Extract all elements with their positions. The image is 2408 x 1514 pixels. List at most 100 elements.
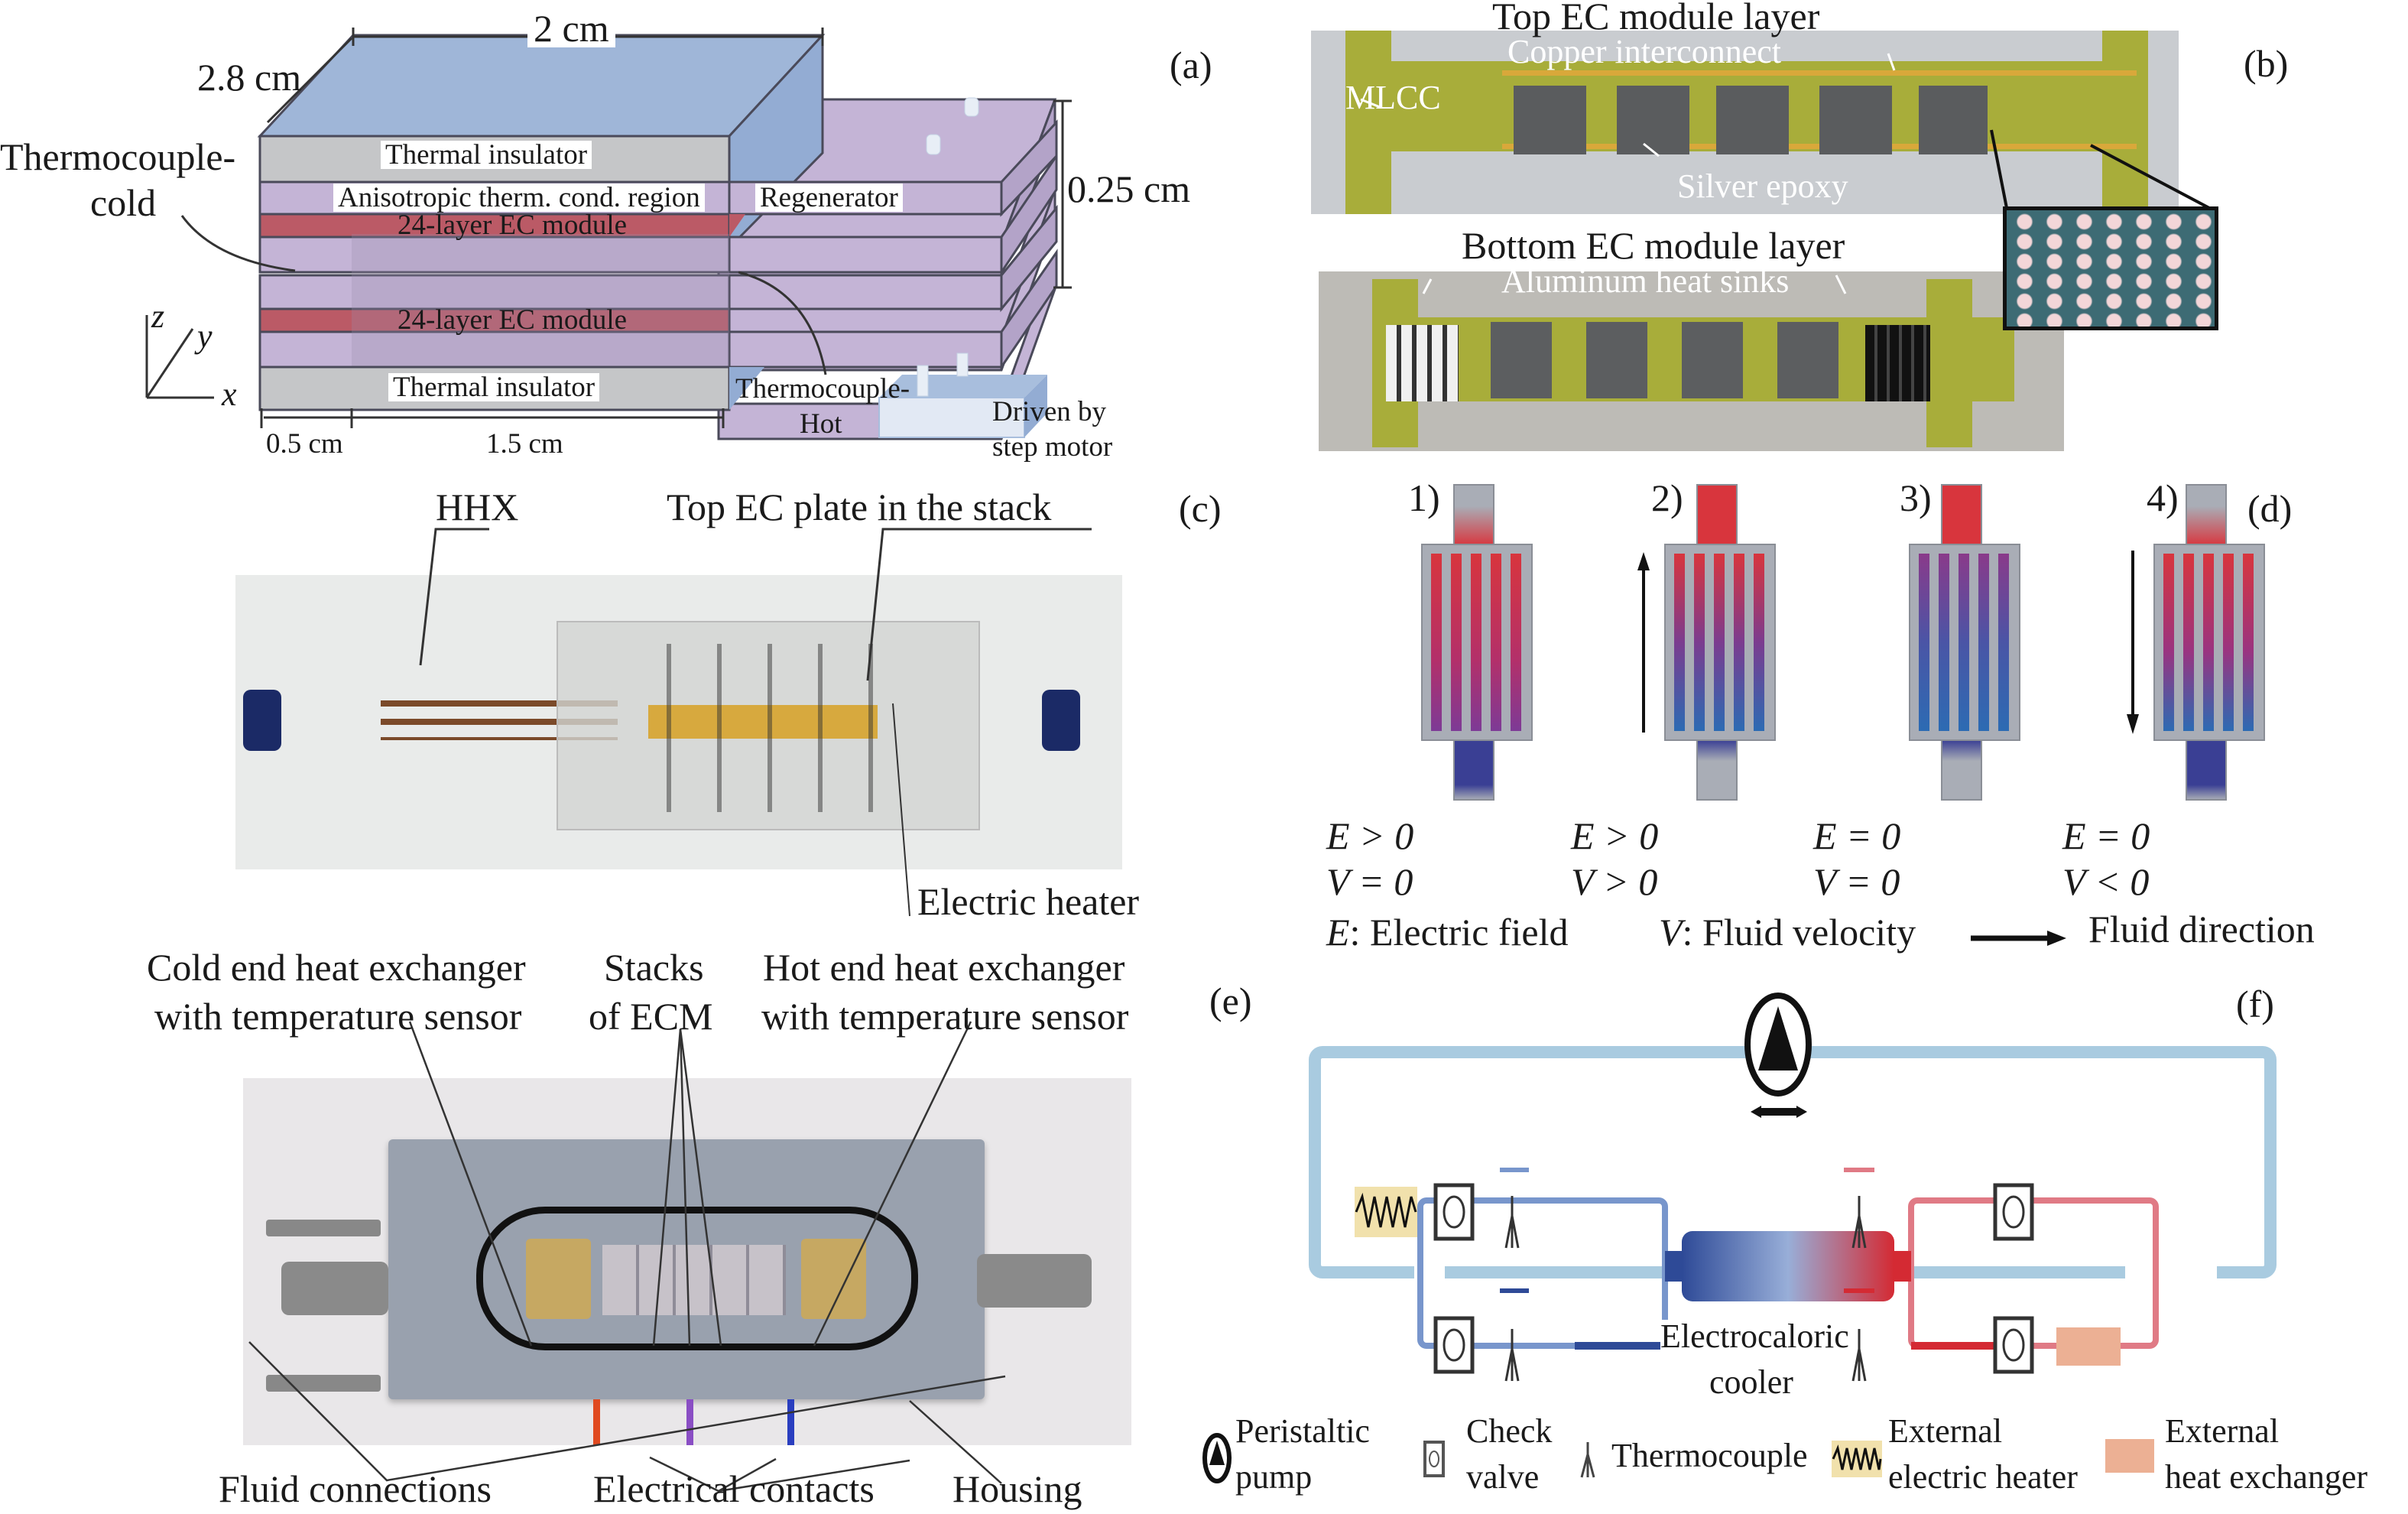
aluminum-heat-sinks-label: Aluminum heat sinks xyxy=(1501,262,1790,300)
regenerator-front-2 xyxy=(728,236,1003,274)
ec-module-1-wedge xyxy=(729,214,745,237)
cooler-label-1: Electrocaloric xyxy=(1660,1317,1849,1355)
stage-3-v: V = 0 xyxy=(1813,860,1900,903)
thermal-insulator-bottom-label: Thermal insulator xyxy=(388,373,600,401)
panel-tag: (d) xyxy=(2247,487,2293,530)
stage-1-v: V = 0 xyxy=(1326,860,1413,903)
stage-1-number: 1) xyxy=(1408,476,1440,519)
leader-lines-c xyxy=(419,528,1092,917)
panel-e: (e) Cold end heat exchanger with tempera… xyxy=(115,946,1252,1514)
stage-4-v: V < 0 xyxy=(2062,860,2150,903)
check-valve-icon xyxy=(1423,1441,1445,1477)
cold-reservoir-1 xyxy=(1453,739,1494,801)
fluid-channel xyxy=(1734,554,1744,731)
fluid-channel xyxy=(1674,554,1685,731)
shaded-region xyxy=(352,234,729,369)
thermocouple-hot-leader xyxy=(738,271,827,375)
o-ring xyxy=(476,1207,918,1350)
panel-tag: (a) xyxy=(1170,44,1212,86)
anisotropic-label: Anisotropic therm. cond. region xyxy=(333,184,705,212)
legend-e-symbol: E xyxy=(1326,911,1350,954)
peristaltic-pump-icon xyxy=(1202,1433,1232,1483)
legend-hx-2: heat exchanger xyxy=(2165,1458,2368,1496)
electrocaloric-cooler xyxy=(1682,1231,1894,1301)
check-valve-icon xyxy=(1433,1183,1475,1241)
fluid-direction-label: Fluid direction xyxy=(2088,908,2315,950)
fluid-connector-right xyxy=(977,1254,1092,1308)
regenerator-front-3 xyxy=(728,274,1003,310)
top-ec-module-photo xyxy=(1311,31,2179,214)
panel-f: (f) Electrocaloric cooler Peristaltic Pe… xyxy=(1193,963,2408,1514)
legend-thermocouple: Thermocouple xyxy=(1611,1437,1808,1474)
silver-epoxy-label: Silver epoxy xyxy=(1677,167,1848,205)
fluid-channel xyxy=(1694,554,1705,731)
heat-exchanger-icon xyxy=(2105,1439,2154,1473)
hot-reservoir-4 xyxy=(2186,484,2227,547)
ecm-stacks xyxy=(602,1245,786,1315)
top-insulator-top-face xyxy=(257,34,826,138)
housing-label: Housing xyxy=(952,1467,1082,1510)
step-motor-base xyxy=(878,353,1047,438)
hot-reservoir-2 xyxy=(1696,484,1738,547)
dim-height-label: 0.25 cm xyxy=(1067,167,1191,210)
top-plate-label: Top EC plate in the stack xyxy=(667,486,1052,528)
fluid-channel xyxy=(2183,554,2194,731)
fitting-right xyxy=(1042,690,1080,751)
fluid-channel xyxy=(1451,554,1462,731)
top-layer-title: Top EC module layer xyxy=(1492,0,1820,37)
mlcc-label: MLCC xyxy=(1345,79,1441,116)
fluid-channel xyxy=(1978,554,1989,731)
panel-tag: (b) xyxy=(2244,42,2289,85)
fluid-channel xyxy=(1491,554,1501,731)
axis-y-label: y xyxy=(197,317,213,355)
hot-hx-label-1: Hot end heat exchanger xyxy=(763,946,1125,989)
hot-reservoir-3 xyxy=(1941,484,1982,547)
axes-icon xyxy=(145,315,214,399)
regenerator-side-4 xyxy=(1000,249,1058,371)
regenerator-front-4 xyxy=(728,330,1003,369)
circuit-legend: Peristaltic Peristaltic pump Check valve… xyxy=(1193,1415,2408,1514)
cold-end-hx xyxy=(526,1239,591,1319)
cold-reservoir-3 xyxy=(1941,739,1982,801)
legend-pump-line2: pump xyxy=(1235,1458,1313,1496)
regenerator-label: Regenerator xyxy=(755,184,903,212)
thermocouple-cold-label-2: cold xyxy=(90,181,157,224)
electric-heater-icon xyxy=(1355,1187,1417,1237)
stage-4-e: E = 0 xyxy=(2062,814,2150,857)
wire-blue xyxy=(787,1399,794,1445)
thermocouple-hot-label-1: Thermocouple- xyxy=(735,373,910,404)
fluid-channel xyxy=(1754,554,1764,731)
legend-row: E: Electric field xyxy=(1326,910,1569,954)
stage-2-number: 2) xyxy=(1651,476,1683,519)
axis-x-label: x xyxy=(222,375,237,413)
hot-reservoir-1 xyxy=(1453,484,1494,547)
dim-right-label: 1.5 cm xyxy=(486,428,563,460)
fluid-channel xyxy=(2243,554,2254,731)
fluid-channel xyxy=(1939,554,1949,731)
regenerator-photo xyxy=(235,575,1122,869)
dim-width-label: 2 cm xyxy=(527,9,615,47)
legend-hx-1: External xyxy=(2165,1412,2280,1450)
bottom-layer-title: Bottom EC module layer xyxy=(1462,224,1845,267)
electric-heater-label: Electric heater xyxy=(917,880,1140,923)
stage-1-e: E > 0 xyxy=(1326,814,1414,857)
copper-trace-top xyxy=(1502,70,2137,76)
panel-tag: (f) xyxy=(2236,983,2274,1025)
pin-1 xyxy=(926,134,941,155)
hot-hx-label-2: with temperature sensor xyxy=(761,995,1129,1038)
electrical-contacts-label: Electrical contacts xyxy=(593,1467,875,1510)
cold-hx-label-1: Cold end heat exchanger xyxy=(147,946,526,989)
inset-leader-lines xyxy=(1360,53,2210,294)
check-valve-icon xyxy=(1993,1316,2034,1374)
pin-2 xyxy=(964,97,979,117)
peristaltic-pump-icon xyxy=(1744,993,1812,1118)
thermocouple-icon xyxy=(1504,1196,1867,1382)
thermocouple-hot-label-2: Hot xyxy=(800,408,842,440)
legend-pump-1: Peristaltic xyxy=(1235,1412,1370,1450)
legend-e-text: : Electric field xyxy=(1349,911,1569,954)
thermal-insulator-top-label: Thermal insulator xyxy=(381,141,592,169)
fluid-connections-label: Fluid connections xyxy=(219,1467,492,1510)
legend-check-2: valve xyxy=(1466,1458,1540,1496)
thermocouple-icon xyxy=(1580,1442,1595,1478)
thermocouple-cold-label-1: Thermocouple- xyxy=(0,135,236,178)
